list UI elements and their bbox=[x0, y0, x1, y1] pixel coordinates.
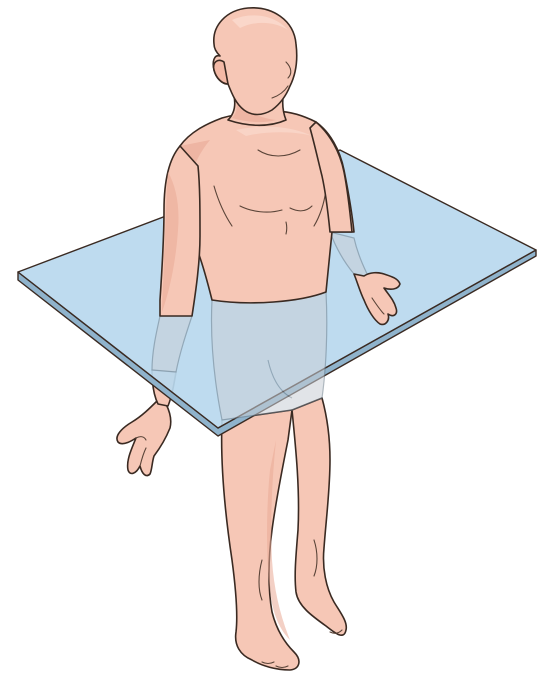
left-leg bbox=[292, 398, 346, 635]
hips-ghost bbox=[211, 292, 326, 420]
right-leg bbox=[222, 410, 299, 670]
head bbox=[213, 8, 297, 115]
